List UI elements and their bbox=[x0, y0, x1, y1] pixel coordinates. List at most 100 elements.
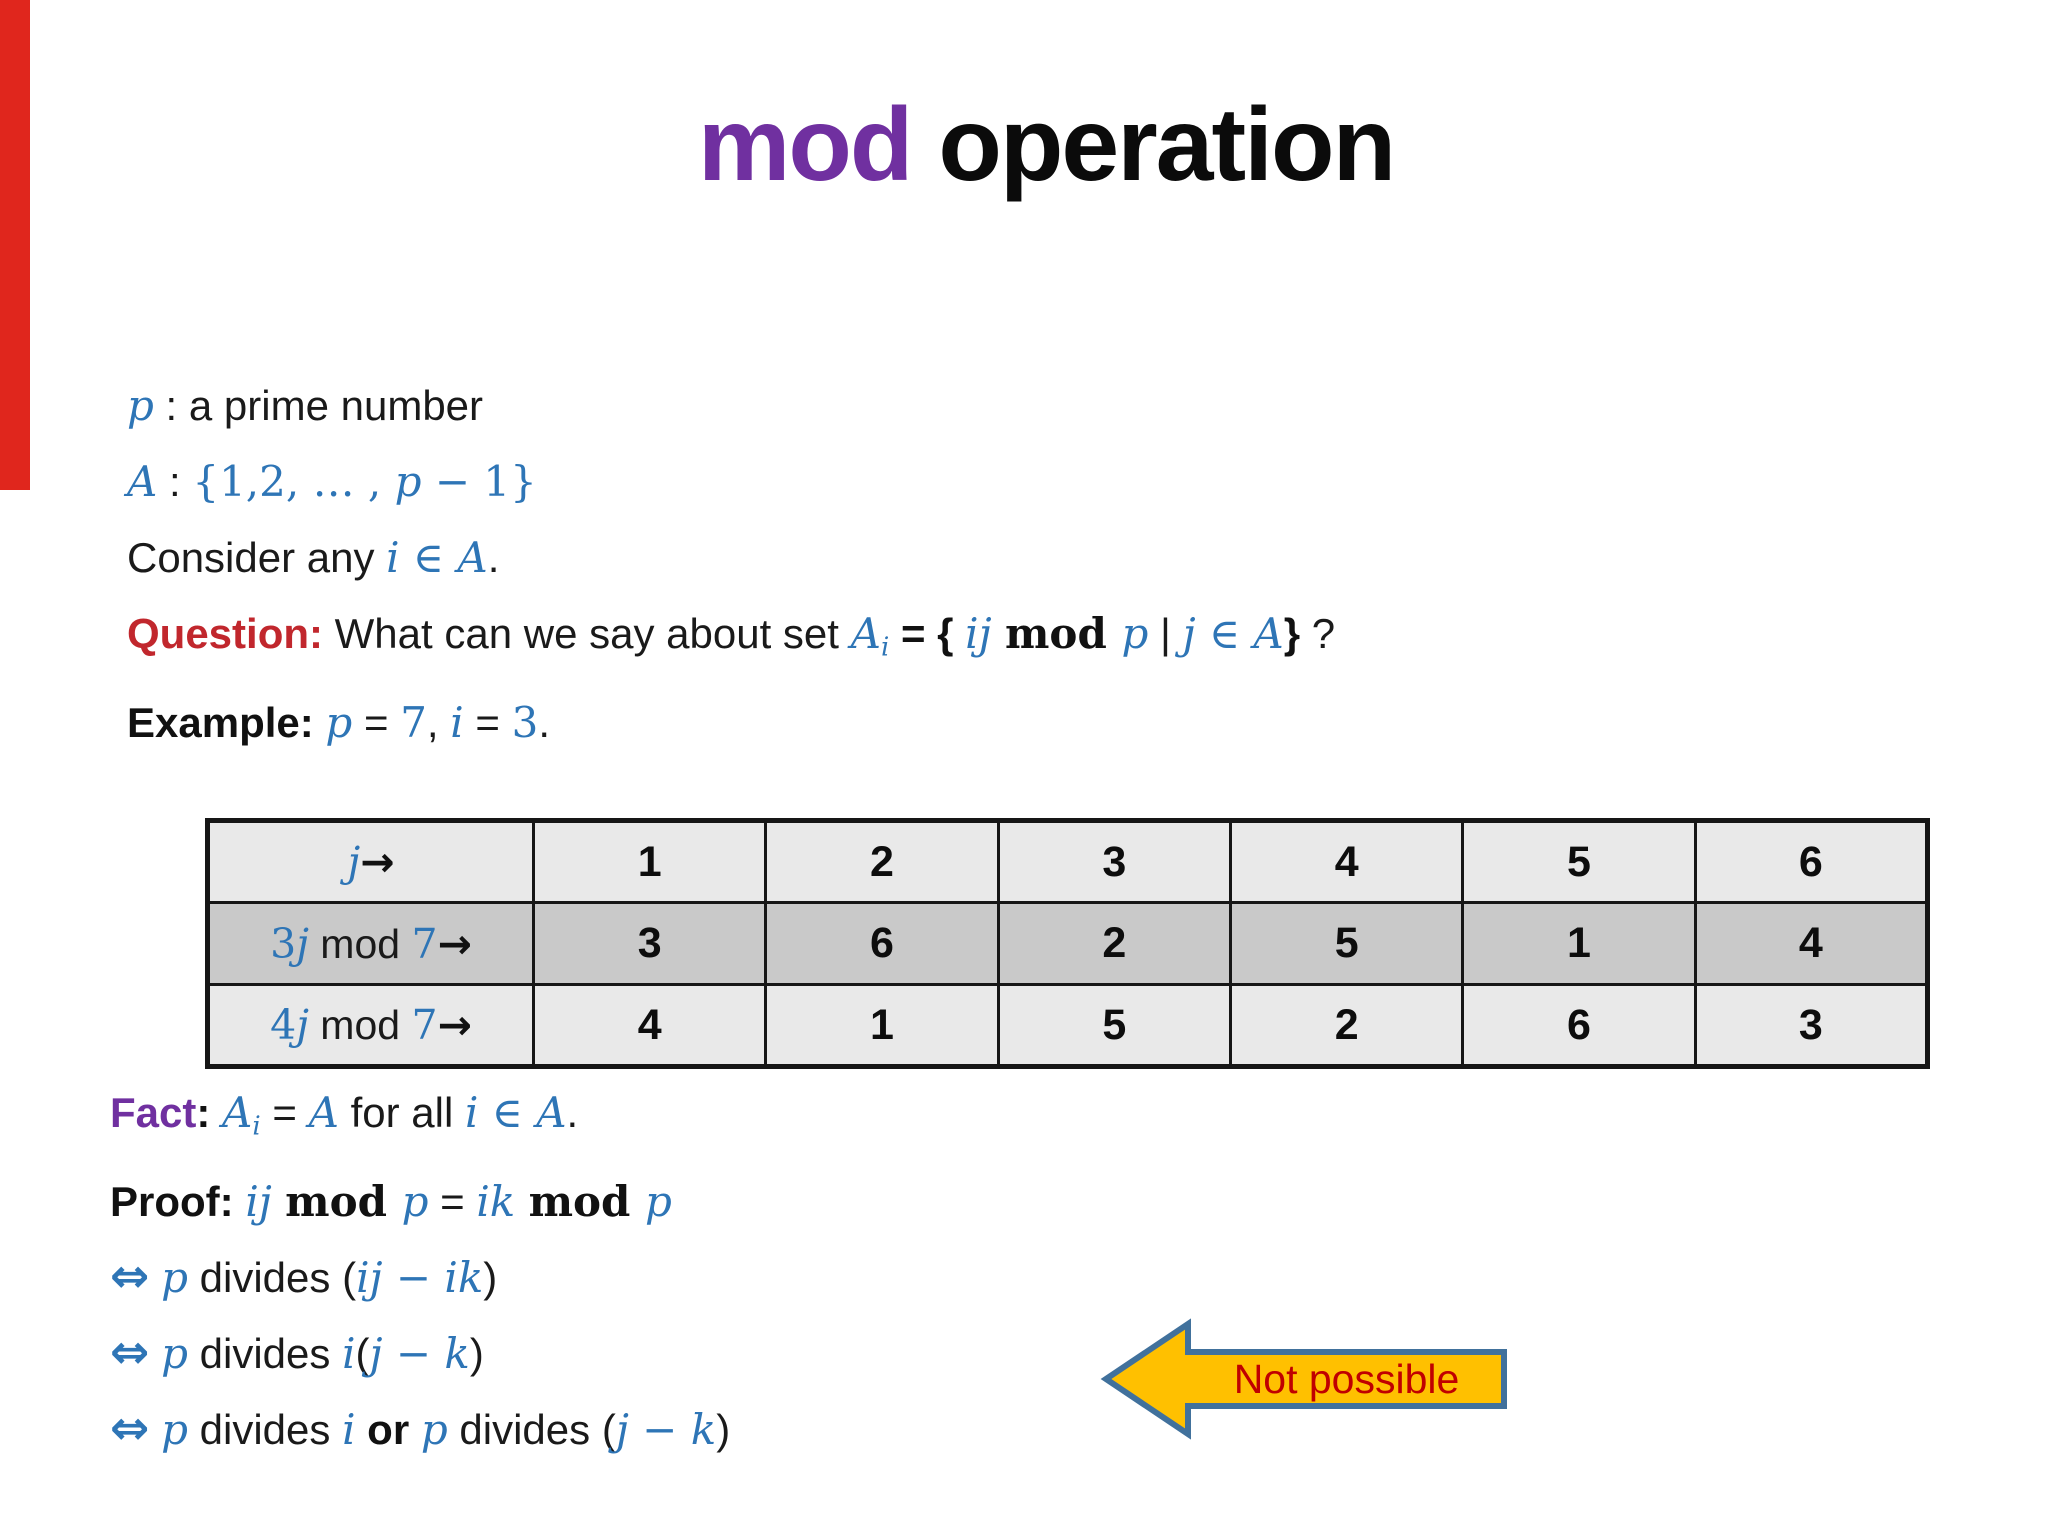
text-run: A bbox=[222, 1088, 253, 1137]
text-run: : bbox=[219, 1178, 246, 1226]
text-run: ⇔ bbox=[110, 1401, 150, 1457]
text-run: = bbox=[260, 1089, 309, 1136]
text-run: : bbox=[299, 699, 326, 747]
table-cell: 3 bbox=[531, 901, 768, 986]
text-run: → bbox=[437, 919, 472, 968]
text-run: p bbox=[1121, 609, 1149, 658]
text-run: ⇔ bbox=[110, 1249, 150, 1305]
table-cell: 4 bbox=[531, 983, 768, 1068]
table-cell: 4 bbox=[1228, 819, 1465, 904]
text-run: A bbox=[308, 1088, 339, 1137]
text-run: p bbox=[161, 1253, 188, 1303]
text-run: mod bbox=[308, 1002, 412, 1048]
table-cell: 6 bbox=[1461, 983, 1697, 1068]
text-run: ik bbox=[476, 1177, 529, 1227]
text-run: a prime number bbox=[188, 382, 484, 429]
text-run: } bbox=[1283, 610, 1301, 657]
text-run: 3 bbox=[270, 919, 297, 968]
text-run: 7 bbox=[411, 1001, 438, 1049]
left-arrow-shape bbox=[1100, 1318, 1507, 1440]
table-cell: 5 bbox=[1461, 819, 1697, 904]
definitions-block: p : a prime number A : {1,2, … , p − 1} … bbox=[127, 368, 1335, 761]
left-edge-red-strip bbox=[0, 0, 30, 490]
text-run: mod bbox=[1004, 609, 1122, 658]
table-cell: 4 bbox=[1693, 901, 1930, 986]
text-run: p bbox=[420, 1405, 448, 1455]
text-run: j bbox=[296, 919, 309, 968]
line-fact: Fact: Ai = A for all i ∈ A. bbox=[110, 1075, 730, 1164]
text-run: i bbox=[252, 1111, 261, 1142]
left-arrow-polygon bbox=[1100, 1318, 1507, 1440]
text-run: for all bbox=[338, 1089, 465, 1136]
text-run: or bbox=[367, 1406, 421, 1454]
text-run: p bbox=[645, 1177, 672, 1227]
text-run: divides bbox=[187, 1406, 343, 1454]
text-run: → bbox=[360, 838, 395, 886]
proof-block: Fact: Ai = A for all i ∈ A. Proof: ij mo… bbox=[110, 1075, 730, 1467]
text-run: 7 bbox=[400, 698, 427, 748]
text-run: i bbox=[342, 1329, 356, 1379]
text-run: p bbox=[161, 1329, 188, 1379]
text-run: ( bbox=[355, 1330, 370, 1378]
text-run: Fact bbox=[110, 1089, 197, 1136]
text-run: ij bbox=[245, 1177, 286, 1227]
table-cell: 5 bbox=[996, 983, 1232, 1068]
line-consider: Consider any i ∈ A. bbox=[127, 520, 1335, 596]
text-run: = bbox=[463, 699, 512, 747]
text-run: j bbox=[296, 1001, 309, 1049]
text-run: ) bbox=[716, 1406, 731, 1454]
text-run: . bbox=[566, 1089, 579, 1136]
text-run: : bbox=[153, 382, 189, 429]
text-run: j − k bbox=[369, 1329, 470, 1379]
table-cell: 1 bbox=[531, 819, 768, 904]
table-cell: 6 bbox=[1693, 819, 1930, 904]
text-run: mod bbox=[285, 1177, 402, 1227]
text-run: p bbox=[161, 1405, 188, 1455]
row-header: 4j mod 7→ bbox=[206, 983, 535, 1068]
text-run: ∈ bbox=[1195, 609, 1254, 658]
text-run: { bbox=[937, 610, 966, 657]
text-run: . bbox=[487, 534, 500, 581]
text-run: i bbox=[342, 1405, 356, 1455]
text-run: j bbox=[1182, 609, 1196, 658]
table-cell: 6 bbox=[764, 901, 1000, 986]
table-cell: 2 bbox=[764, 819, 1000, 904]
text-run: : bbox=[157, 458, 193, 505]
text-run: ) bbox=[469, 1330, 484, 1378]
text-run: i bbox=[450, 698, 464, 748]
text-run: , bbox=[426, 699, 451, 747]
line-equiv-3: ⇔ p divides i or p divides (j − k) bbox=[110, 1391, 730, 1467]
text-run: A bbox=[850, 609, 881, 658]
text-run bbox=[149, 1254, 161, 1301]
text-run: | bbox=[1148, 610, 1183, 657]
table-cell: 1 bbox=[1461, 901, 1697, 986]
text-run bbox=[149, 1330, 161, 1377]
text-run: − 1} bbox=[421, 457, 537, 506]
text-run: ( bbox=[342, 1254, 357, 1302]
line-p-prime: p : a prime number bbox=[127, 368, 1335, 444]
text-run: : bbox=[196, 1089, 223, 1136]
line-equiv-2: ⇔ p divides i(j − k) bbox=[110, 1315, 730, 1391]
text-run: Consider any bbox=[127, 534, 387, 581]
table-cell: 2 bbox=[1228, 983, 1465, 1068]
text-run: 7 bbox=[411, 919, 438, 968]
text-run: → bbox=[437, 1001, 472, 1049]
not-possible-callout: Not possible bbox=[1100, 1318, 1510, 1440]
text-run: {1,2, … , bbox=[192, 457, 395, 506]
row-header: j→ bbox=[206, 819, 535, 904]
text-run: Example bbox=[127, 699, 300, 747]
table-cell: 5 bbox=[1228, 901, 1465, 986]
text-run: divides bbox=[187, 1254, 343, 1302]
text-run: 4 bbox=[270, 1001, 297, 1049]
row-header: 3j mod 7→ bbox=[206, 901, 535, 986]
line-question: Question: What can we say about set Ai =… bbox=[127, 596, 1335, 685]
text-run: What can we say about set bbox=[323, 610, 851, 657]
text-run: Proof bbox=[110, 1178, 220, 1226]
text-run: divides bbox=[187, 1330, 343, 1378]
title-rest: operation bbox=[911, 87, 1396, 203]
